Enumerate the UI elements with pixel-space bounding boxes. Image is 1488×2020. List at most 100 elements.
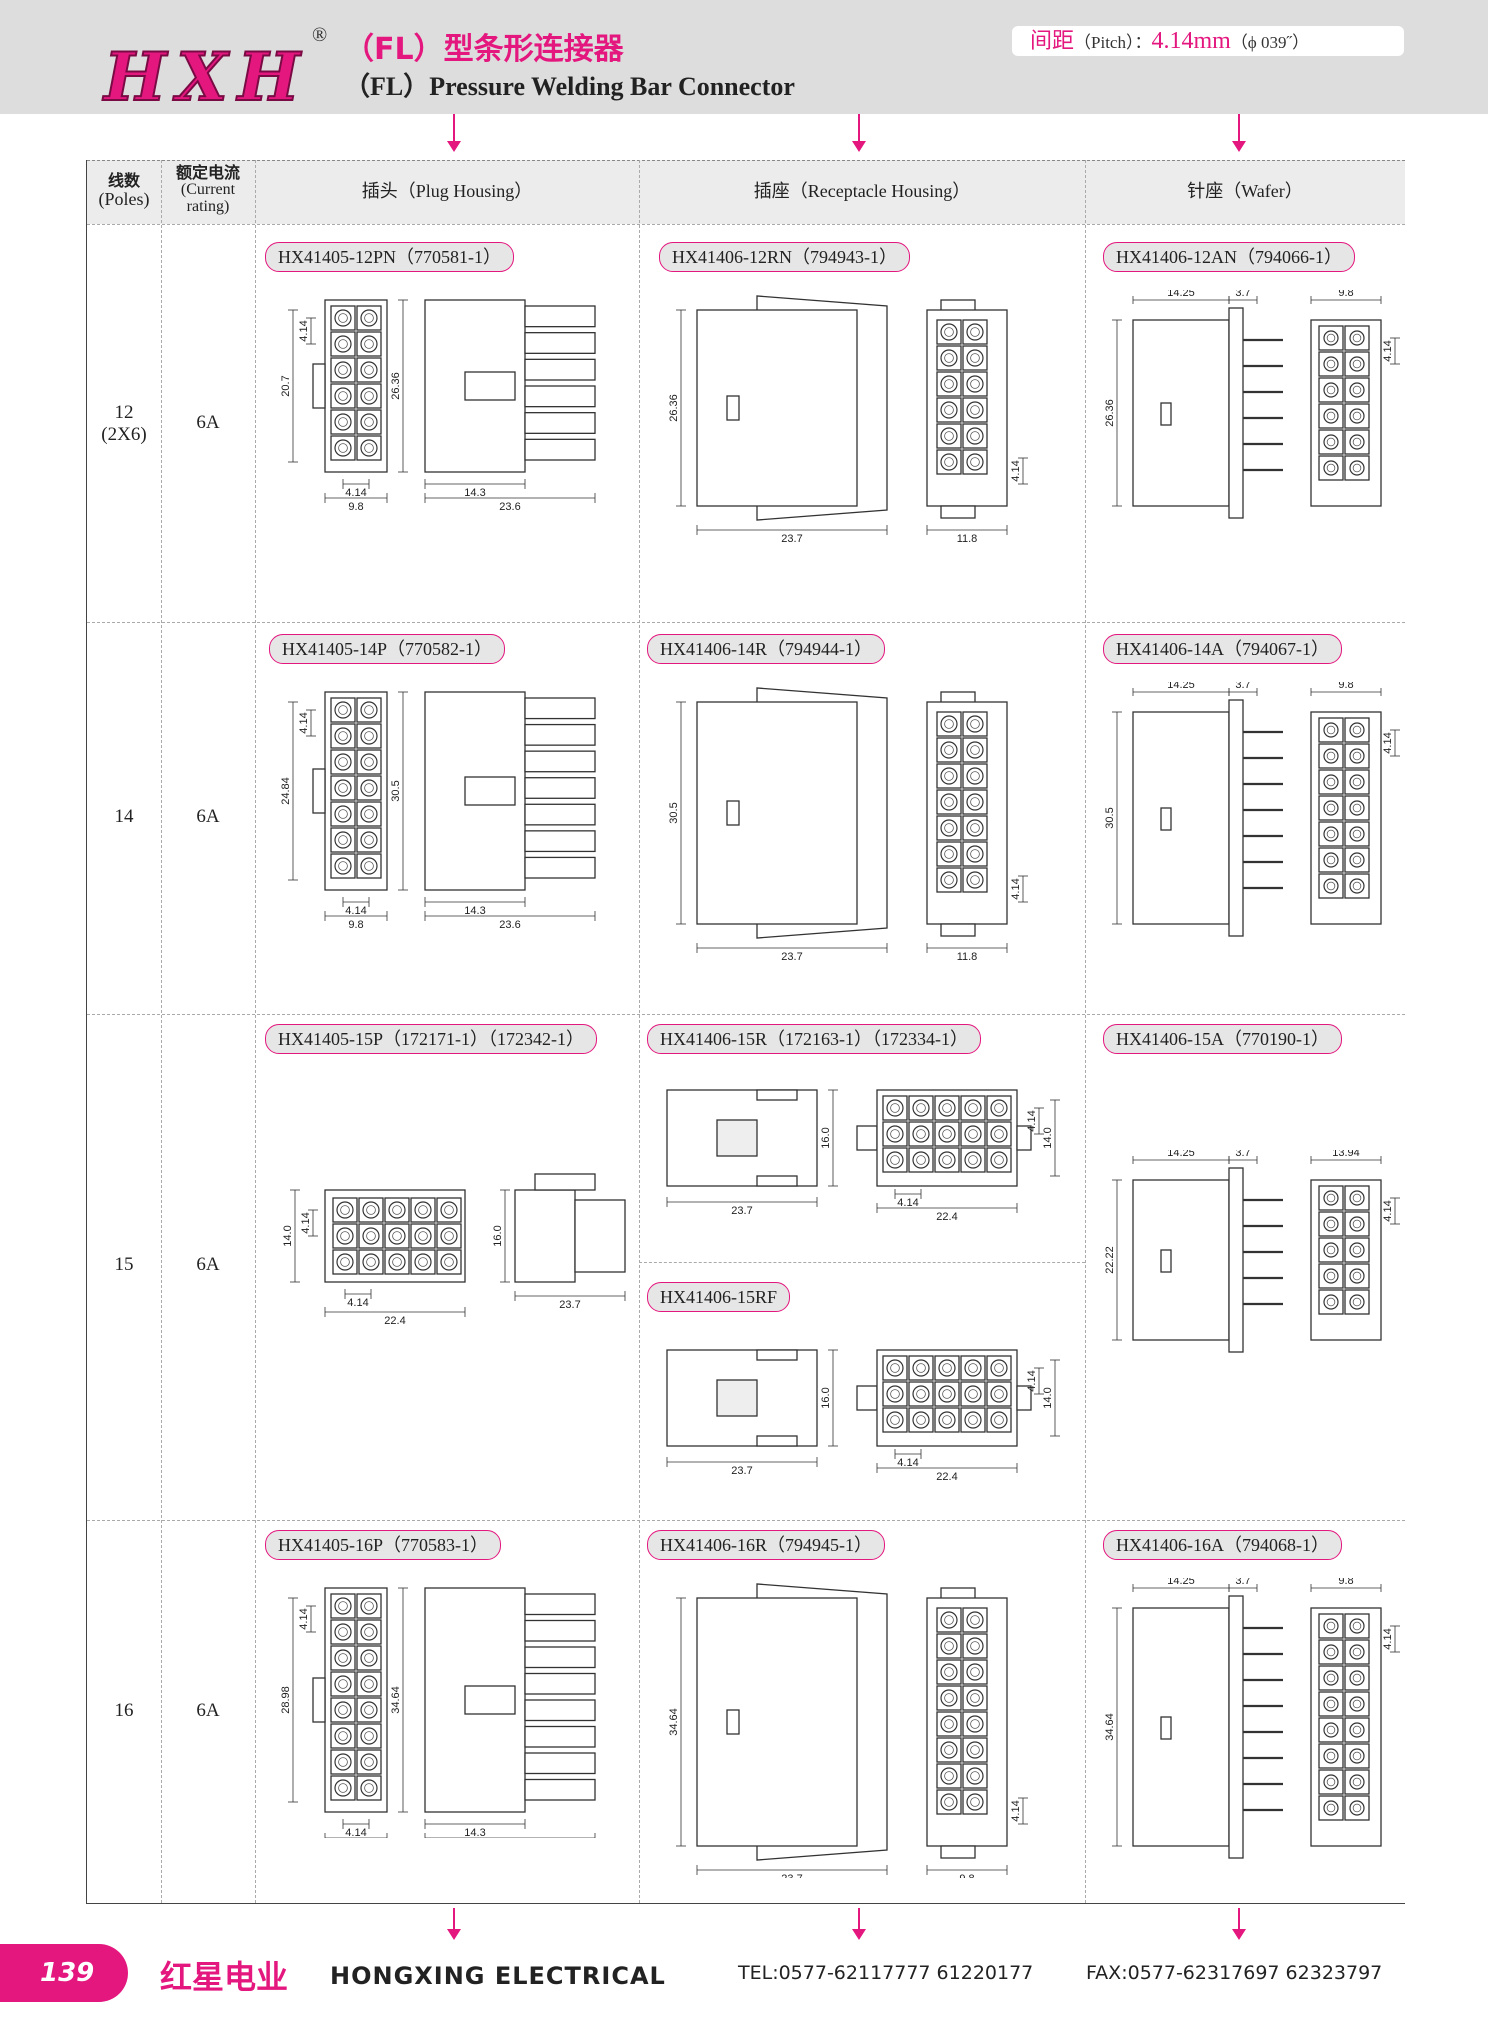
part-number-label: HX41406-15RF (647, 1282, 791, 1312)
receptacle-drawing: 16.0 23.7 4.14 14.0 4.14 22.4 (647, 1330, 1077, 1490)
fax: FAX:0577-62317697 62323797 (1086, 1962, 1383, 1984)
arrow-down-icon (1232, 1908, 1246, 1940)
dimension-label: 23.6 (499, 501, 520, 513)
dimension-label: 23.7 (731, 1205, 752, 1217)
dimension-label: 14.25 (1167, 1578, 1195, 1587)
page-number: 139 (0, 1944, 128, 2002)
receptacle-drawing: 26.36 23.7 4.14 11.8 (647, 290, 1067, 590)
dimension-label: 23.7 (781, 951, 802, 963)
row-poles: 16 (114, 1700, 134, 1721)
technical-drawing: 14.0 4.14 4.14 22.4 16.0 23.7 (282, 1173, 626, 1327)
part-number-label: HX41405-15P（172171-1）（172342-1） (265, 1024, 597, 1054)
hxh-logo: HXH (103, 37, 310, 117)
header-wafer: 针座（Wafer） (1187, 181, 1303, 201)
dimension-label: 4.14 (300, 1212, 312, 1233)
dimension-label: 16.0 (492, 1225, 504, 1246)
dimension-label: 28.98 (280, 1686, 292, 1714)
technical-drawing: 30.5 23.7 4.14 11.8 (668, 687, 1028, 963)
dimension-label: 14.0 (1042, 1387, 1054, 1408)
pitch-value: 4.14mm (1151, 28, 1231, 54)
dimension-label: 16.0 (820, 1387, 832, 1408)
part-number-label: HX41406-14R（794944-1） (647, 634, 885, 664)
dimension-label: 4.14 (897, 1457, 918, 1469)
dimension-label: 9.8 (1338, 682, 1353, 691)
dimension-label: 9.8 (959, 1873, 974, 1878)
dimension-label: 11.8 (957, 951, 978, 963)
row-current: 6A (196, 1700, 220, 1721)
pitch-sub: （ϕ 039˝） (1230, 33, 1310, 52)
pitch-label-cn: 间距 (1030, 29, 1075, 54)
dimension-label: 14.0 (282, 1225, 294, 1246)
part-number-label: HX41405-12PN（770581-1） (265, 242, 514, 272)
dimension-label: 4.14 (1026, 1110, 1038, 1131)
dimension-label: 4.14 (1382, 1628, 1394, 1649)
dimension-label: 4.14 (897, 1197, 918, 1209)
dimension-label: 9.8 (1338, 290, 1353, 299)
page-footer: 139 红星电业 HONGXING ELECTRICAL TEL:0577-62… (0, 1944, 1488, 2020)
dimension-label: 24.84 (280, 777, 292, 805)
plug-drawing: 14.0 4.14 4.14 22.4 16.0 23.7 (265, 1170, 645, 1350)
dimension-label: 4.14 (1026, 1370, 1038, 1391)
registered-mark: ® (312, 24, 328, 46)
pitch-label-en: （Pitch）： (1074, 33, 1152, 52)
dimension-label: 22.4 (936, 1471, 957, 1483)
brand-en: HONGXING ELECTRICAL (330, 1962, 666, 1990)
row-poles: 15 (114, 1254, 134, 1275)
page-header: HXH ® （FL）型条形连接器 （FL）Pressure Welding Ba… (0, 0, 1488, 117)
dimension-label: 23.7 (731, 1465, 752, 1477)
title-en: （FL）Pressure Welding Bar Connector (344, 72, 795, 101)
dimension-label: 4.14 (345, 1827, 366, 1838)
dimension-label: 14.25 (1167, 290, 1195, 299)
table-header (87, 160, 1405, 224)
dimension-label: 11.8 (957, 533, 978, 545)
dimension-label: 26.36 (668, 394, 680, 422)
header-current: 额定电流 (Current rating) (175, 163, 240, 215)
row-current: 6A (196, 806, 220, 827)
dimension-label: 30.5 (668, 802, 680, 823)
technical-drawing: 26.36 23.7 4.14 11.8 (668, 295, 1028, 545)
dimension-label: 23.7 (559, 1299, 580, 1311)
dimension-label: 4.14 (1382, 732, 1394, 753)
dimension-label: 9.8 (348, 501, 363, 513)
dimension-label: 4.14 (347, 1297, 368, 1309)
part-number-label: HX41406-12AN（794066-1） (1103, 242, 1355, 272)
dimension-label: 22.4 (384, 1315, 405, 1327)
part-number-label: HX41406-15R（172163-1）（172334-1） (647, 1024, 981, 1054)
dimension-label: 22.22 (1104, 1246, 1116, 1274)
header-plug: 插头（Plug Housing） (361, 181, 533, 201)
row-current: 6A (196, 1254, 220, 1275)
telephone: TEL:0577-62117777 61220177 (738, 1962, 1034, 1984)
dimension-label: 9.8 (1338, 1578, 1353, 1587)
brand-cn: 红星电业 (160, 1958, 289, 1996)
pitch-box: 间距（Pitch）：4.14mm（ϕ 039˝） (1012, 26, 1404, 56)
connector-table: 线数 (Poles) 额定电流 (Current rating) 插头（Plug… (86, 160, 1405, 1904)
dimension-label: 4.14 (1010, 878, 1022, 899)
technical-drawing: 34.6423.74.149.8 (668, 1583, 1028, 1878)
dimension-label: 23.7 (781, 533, 802, 545)
dimension-label: 30.5 (1104, 807, 1116, 828)
part-number-label: HX41406-12RN（794943-1） (659, 242, 910, 272)
arrow-down-icon (852, 114, 866, 152)
dimension-label: 16.0 (820, 1127, 832, 1148)
dimension-label: 23.6 (499, 919, 520, 931)
dimension-label: 26.36 (390, 372, 402, 400)
arrow-down-icon (852, 1908, 866, 1940)
part-number-label: HX41405-16P（770583-1） (265, 1530, 501, 1560)
dimension-label: 4.14 (298, 712, 310, 733)
dimension-label: 3.7 (1235, 290, 1250, 299)
dimension-label: 4.14 (298, 1608, 310, 1629)
receptacle-drawing: 34.6423.74.149.8 (647, 1578, 1067, 1878)
header-poles: 线数 (Poles) (98, 171, 150, 209)
part-number-label: HX41406-16R（794945-1） (647, 1530, 885, 1560)
dimension-label: 4.14 (1010, 460, 1022, 481)
dimension-label: 22.4 (936, 1211, 957, 1223)
